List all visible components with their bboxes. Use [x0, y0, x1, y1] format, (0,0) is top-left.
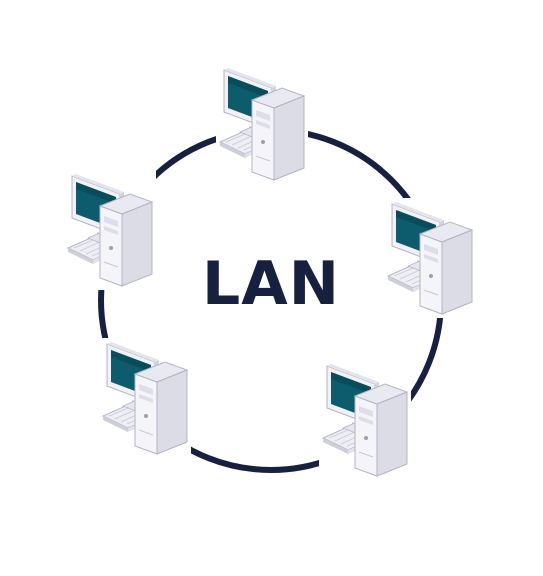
workstation-left [64, 170, 156, 290]
network-label: LAN [202, 249, 340, 319]
workstation-right [384, 198, 476, 318]
workstation-top [216, 64, 308, 184]
workstation-bottom-right [319, 360, 411, 480]
workstation-bottom-left [99, 338, 191, 458]
